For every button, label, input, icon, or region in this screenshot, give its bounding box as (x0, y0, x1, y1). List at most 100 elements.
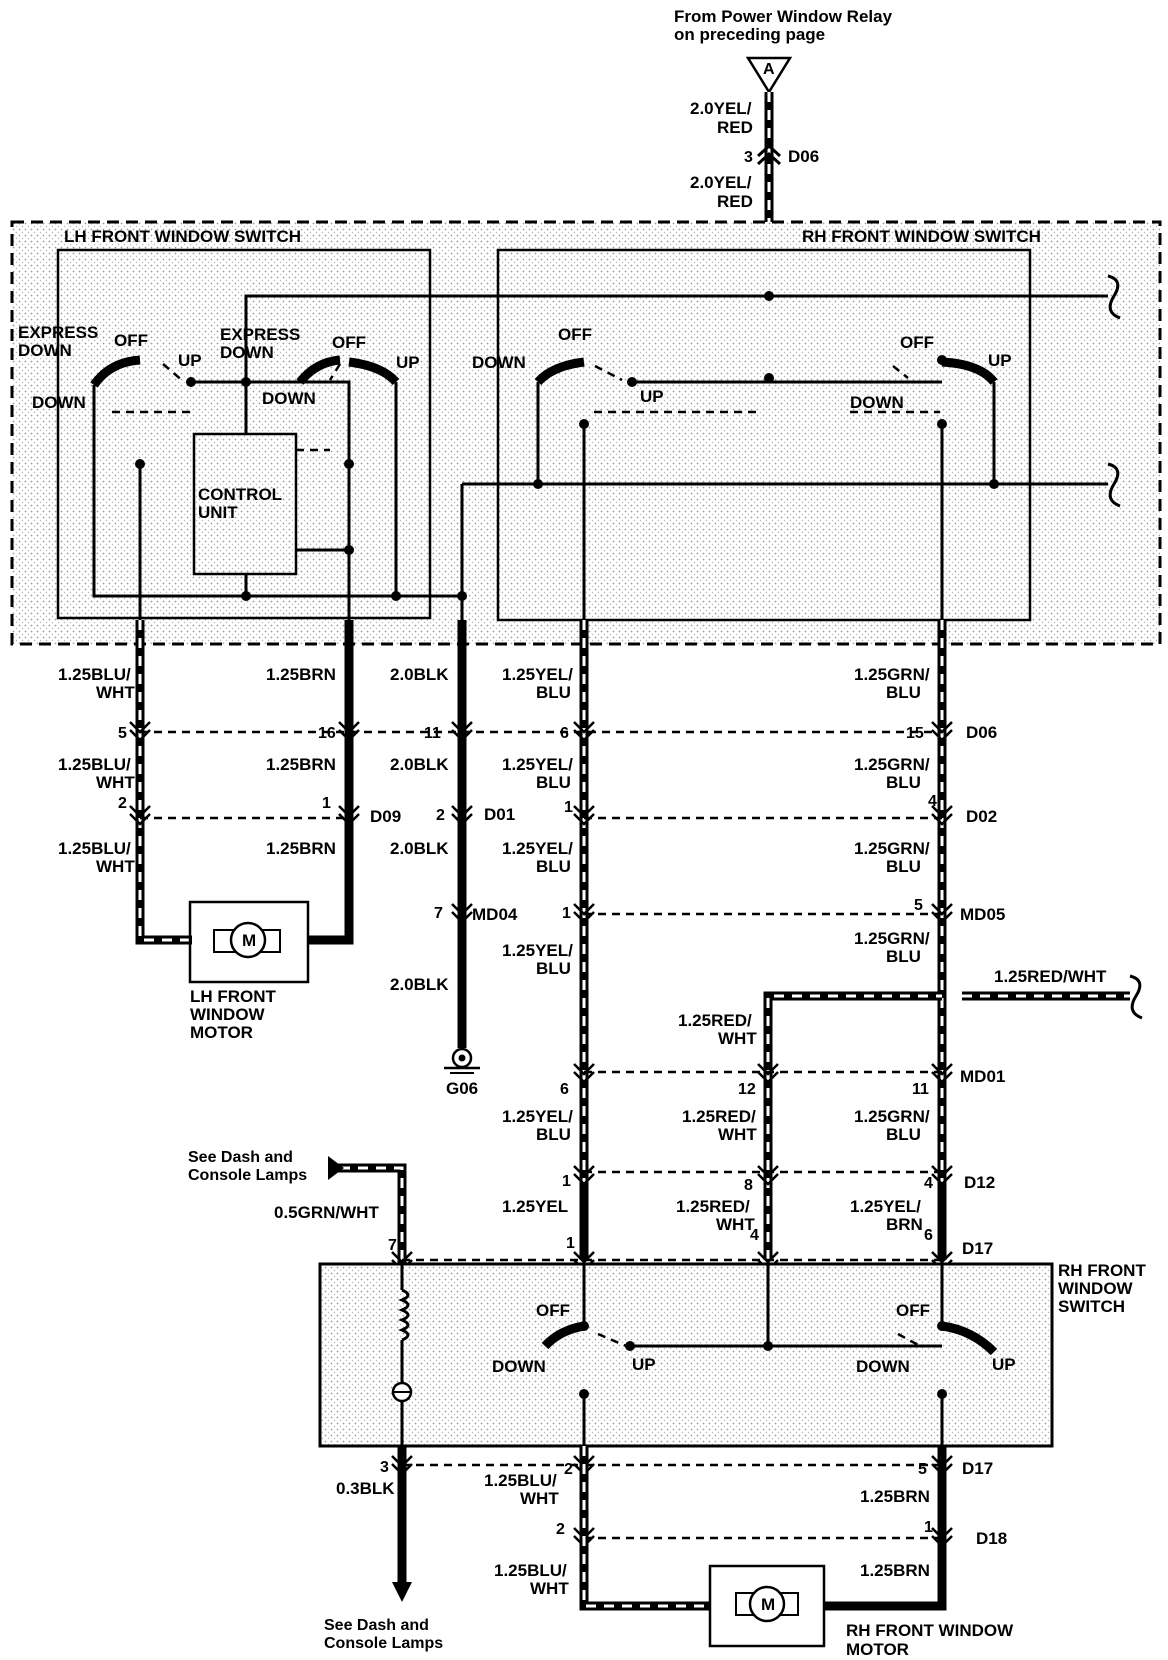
connector-pin-icon (573, 1165, 595, 1186)
pin-number: 4 (750, 1227, 759, 1244)
wire-label: 1.25YEL/ (502, 1107, 573, 1126)
switch-label: EXPRESS (220, 325, 300, 344)
wire-label: 1.25YEL/ (502, 665, 573, 684)
wire-label: 1.25YEL/ (502, 941, 573, 960)
pin-number: 11 (912, 1081, 929, 1098)
pin-number: 1 (562, 905, 571, 922)
pin-number: 1 (564, 799, 573, 816)
wire-label: 1.25GRN/ (854, 665, 930, 684)
wire-label: 1.25BRN (266, 755, 336, 774)
connector-pin-icon (338, 721, 360, 742)
connector-pin-icon (931, 903, 953, 924)
connector-pin-icon (757, 1063, 779, 1084)
pin-number: 8 (744, 1177, 753, 1194)
motor-label: LH FRONT (190, 987, 277, 1006)
pin-number: 3 (744, 149, 753, 166)
pin-number: 12 (738, 1081, 756, 1098)
relay-source-line2: on preceding page (674, 25, 825, 44)
pin-number: 7 (434, 905, 443, 922)
motor-label: WINDOW (190, 1005, 266, 1024)
switch-label: OFF (896, 1301, 930, 1320)
pin-number: 6 (924, 1227, 933, 1244)
switch-label: DOWN (856, 1357, 910, 1376)
motor-label: MOTOR (190, 1023, 253, 1042)
pin-number: 2 (118, 795, 127, 812)
pin-number: 1 (322, 795, 331, 812)
switch-label: DOWN (472, 353, 526, 372)
connector-flag-icon (745, 56, 793, 95)
wire-label: WHT (96, 773, 135, 792)
wire-label: BLU (886, 683, 921, 702)
bottom-wires: 3 0.3BLK 1.25BLU/ 2 WHT 5 D17 1.25BRN 2 … (336, 1446, 1007, 1611)
wire-break-icon (1107, 274, 1121, 320)
pin-number: 11 (424, 725, 441, 742)
switch-label: EXPRESS (18, 323, 98, 342)
connector-lines (140, 730, 942, 1540)
wire-break-icon (1129, 974, 1143, 1020)
rh-front-window-switch-lower: RH FRONT WINDOW SWITCH OFF DOWN UP DOWN … (318, 1261, 1146, 1448)
wire-label: RED (717, 118, 753, 137)
wire-label: BLU (536, 1125, 571, 1144)
switch-label: OFF (536, 1301, 570, 1320)
wire-label: 1.25YEL/ (502, 755, 573, 774)
pin-number: 4 (924, 1175, 933, 1192)
relay-source: From Power Window Relay on preceding pag… (674, 7, 893, 95)
wire-label: 1.25GRN/ (854, 755, 930, 774)
wire-label: 0.5GRN/WHT (274, 1203, 379, 1222)
switch-label: DOWN (18, 341, 72, 360)
wire-label: BLU (886, 857, 921, 876)
switch-label: UP (640, 387, 664, 406)
connector-pin-icon (451, 805, 473, 826)
connector-label: D18 (976, 1529, 1007, 1548)
lh-front-window-motor: M LH FRONT WINDOW MOTOR (188, 900, 310, 1042)
connector-flag-letter: A (763, 61, 775, 78)
lamps-ref: See Dash and (188, 1149, 293, 1166)
connector-pin-icon (931, 1165, 953, 1186)
wire-label: 2.0BLK (390, 665, 449, 684)
arrow-icon (392, 1582, 412, 1602)
connector-label: D02 (966, 807, 997, 826)
wire-label: 0.3BLK (336, 1479, 395, 1498)
wire-label: 2.0YEL/ (690, 173, 752, 192)
switch-label: UP (178, 351, 202, 370)
wire-label: 1.25GRN/ (854, 1107, 930, 1126)
pin-number: 5 (914, 897, 923, 914)
ground-label: G06 (446, 1079, 478, 1098)
connector-pin-icon (931, 1063, 953, 1084)
wire-label: WHT (520, 1489, 559, 1508)
connector-pin-icon (451, 903, 473, 924)
wire-label: 2.0YEL/ (690, 99, 752, 118)
wire-label: 1.25BLU/ (58, 839, 131, 858)
wire-label: WHT (96, 857, 135, 876)
connector-label: MD05 (960, 905, 1005, 924)
wire-label: 1.25YEL/ (850, 1197, 921, 1216)
pin-number: 6 (560, 1081, 569, 1098)
connector-label: D06 (788, 147, 819, 166)
switch-label: DOWN (32, 393, 86, 412)
wire-label: 2.0BLK (390, 755, 449, 774)
motor-symbol: M (242, 931, 256, 950)
connector-pin-icon (338, 805, 360, 826)
control-unit-label: UNIT (198, 503, 238, 522)
connector-label: D12 (964, 1173, 995, 1192)
switch-label: DOWN (492, 1357, 546, 1376)
wire-label: BLU (886, 947, 921, 966)
connector-d06-top-icon (756, 143, 782, 166)
motor-symbol: M (761, 1595, 775, 1614)
connector-label: D06 (966, 723, 997, 742)
switch-label: OFF (558, 325, 592, 344)
pin-number: 7 (388, 1237, 397, 1254)
switch-label: UP (396, 353, 420, 372)
switch-assembly-outline (10, 220, 1162, 646)
wire-label: WHT (530, 1579, 569, 1598)
motor-icon (229, 921, 267, 959)
connector-pin-icon (129, 805, 151, 826)
wire-labels: 1.25BLU/ WHT 1.25BRN 2.0BLK 1.25YEL/ BLU… (58, 665, 1107, 1258)
connector-pin-icon (757, 1165, 779, 1186)
wire-label: 1.25BRN (860, 1487, 930, 1506)
wire-label: 1.25RED/ (682, 1107, 756, 1126)
wire-label: WHT (716, 1215, 755, 1234)
wire-label: 1.25BRN (266, 839, 336, 858)
wire-label: 1.25BLU/ (58, 665, 131, 684)
wire-label: 2.0BLK (390, 975, 449, 994)
